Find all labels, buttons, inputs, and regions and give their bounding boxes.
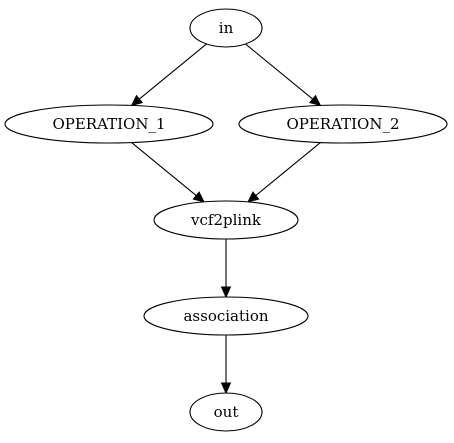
node-operation-2-label: OPERATION_2 (286, 115, 399, 133)
node-association: association (143, 296, 309, 336)
edge-in-to-op2 (245, 43, 322, 107)
node-in-label: in (219, 19, 234, 37)
node-out-shape (189, 392, 263, 432)
edge-in-to-op1 (130, 43, 207, 107)
node-vcf2plink-shape (153, 200, 299, 240)
node-association-label: association (183, 307, 268, 325)
edge-line (245, 43, 314, 100)
arrowhead-icon (247, 191, 260, 203)
edge-op2-to-vcf2plink (247, 142, 321, 203)
arrowhead-icon (220, 382, 232, 395)
edge-line (138, 43, 207, 100)
edge-line (131, 142, 197, 196)
node-operation-1-shape (4, 104, 214, 144)
edge-association-to-out (220, 335, 232, 395)
node-vcf2plink-label: vcf2plink (190, 211, 262, 229)
arrowhead-icon (220, 286, 232, 299)
node-operation-1: OPERATION_1 (4, 104, 214, 144)
node-vcf2plink: vcf2plink (153, 200, 299, 240)
node-operation-1-label: OPERATION_1 (52, 115, 165, 133)
arrowhead-icon (192, 191, 205, 203)
arrowhead-icon (308, 94, 322, 107)
edge-op1-to-vcf2plink (131, 142, 205, 203)
node-operation-2: OPERATION_2 (238, 104, 448, 144)
node-in-shape (189, 8, 263, 48)
node-out-label: out (214, 403, 239, 421)
node-out: out (189, 392, 263, 432)
edge-vcf2plink-to-association (220, 239, 232, 299)
node-association-shape (143, 296, 309, 336)
edges-layer (130, 43, 322, 395)
edge-line (255, 142, 321, 196)
arrowhead-icon (130, 94, 144, 107)
node-in: in (189, 8, 263, 48)
node-operation-2-shape (238, 104, 448, 144)
